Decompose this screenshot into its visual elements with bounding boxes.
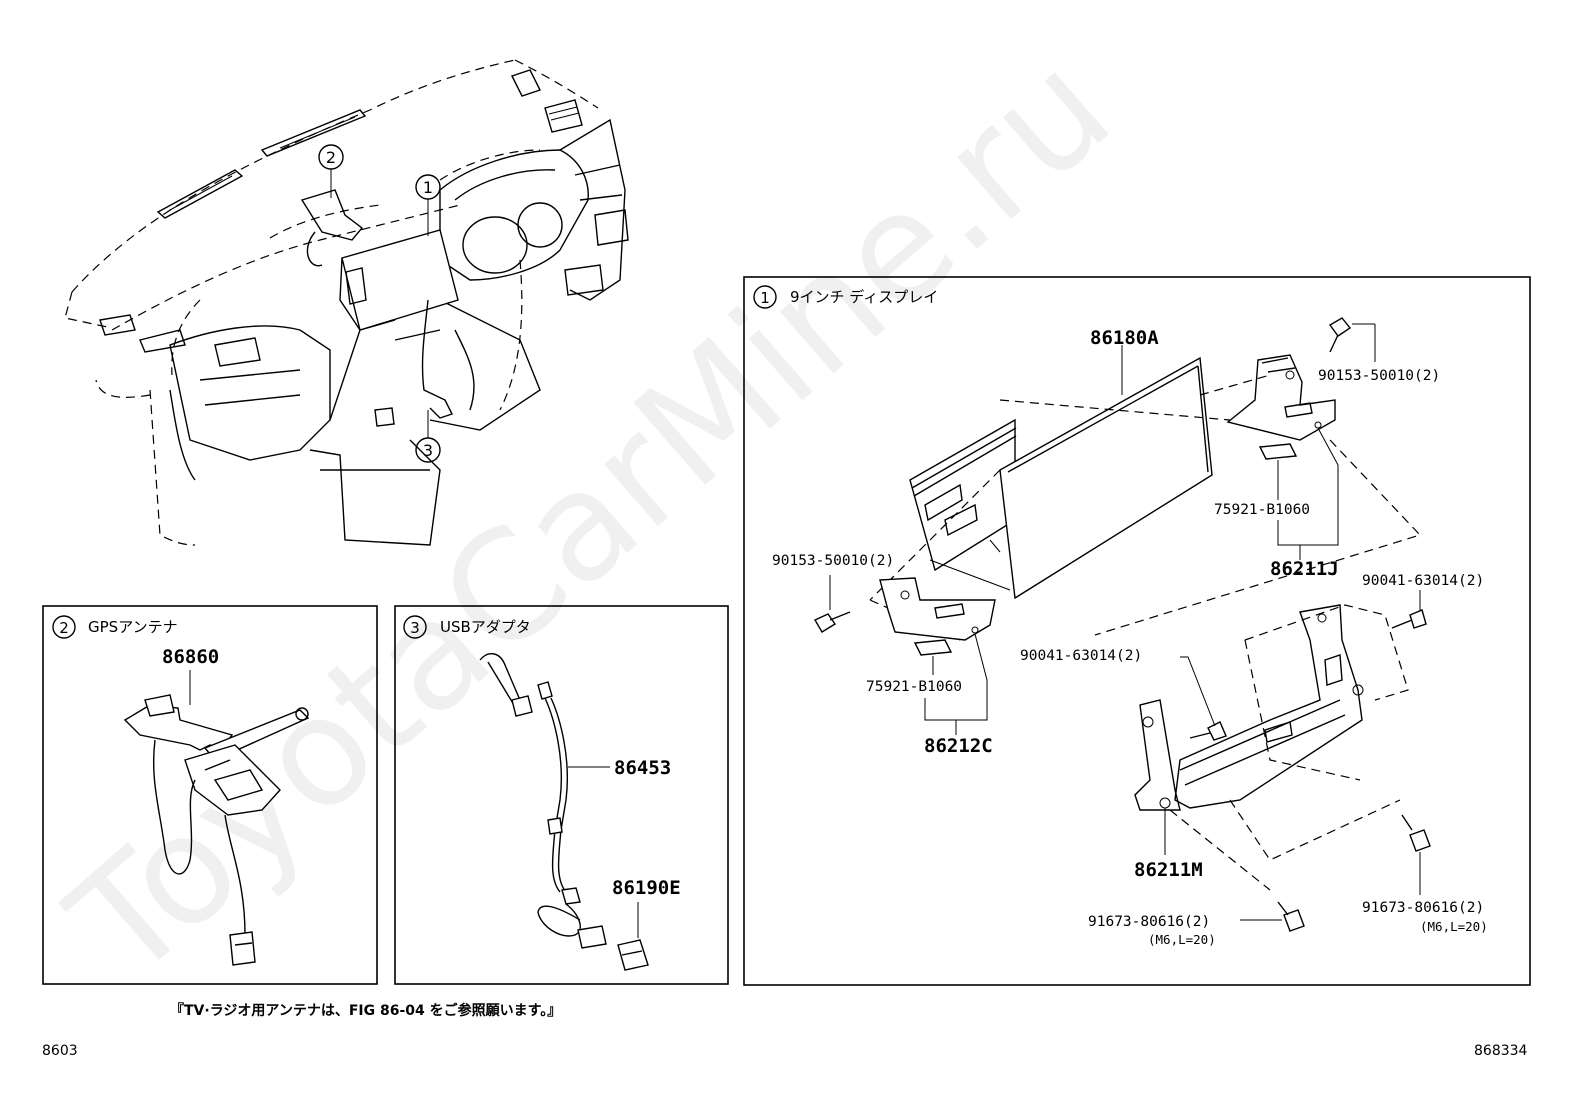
usb-cap-86190E xyxy=(617,939,649,971)
clip-75921-right xyxy=(1258,443,1298,460)
label-90041-right: 90041-63014(2) xyxy=(1362,573,1484,589)
screw-90153-right xyxy=(1328,317,1352,353)
label-75921-right: 75921-B1060 xyxy=(1214,502,1310,518)
screw-90041-right xyxy=(1391,609,1427,629)
label-86190E: 86190E xyxy=(612,877,681,899)
svg-text:1: 1 xyxy=(760,289,770,307)
leader-90041-mid xyxy=(1180,656,1216,727)
label-86860: 86860 xyxy=(162,646,219,668)
label-91673-left-note: (M6,L=20) xyxy=(1148,932,1216,947)
label-91673-right-note: (M6,L=20) xyxy=(1420,919,1488,934)
footer-left-code: 8603 xyxy=(42,1043,78,1059)
bracket-86211J xyxy=(1226,354,1336,441)
footer-caption: 『TV·ラジオ用アンテナは、FIG 86-04 をご参照願います。』 xyxy=(170,1002,561,1019)
label-86211M: 86211M xyxy=(1134,859,1203,881)
footer-right-code: 868334 xyxy=(1474,1043,1528,1059)
screw-90153-left xyxy=(814,611,851,633)
svg-text:3: 3 xyxy=(410,619,420,637)
label-90153-left: 90153-50010(2) xyxy=(772,553,894,569)
callout-3-overview: 3 xyxy=(415,410,441,463)
svg-text:2: 2 xyxy=(59,619,69,637)
svg-text:3: 3 xyxy=(423,441,433,460)
panel-gps-header: 2 GPSアンテナ xyxy=(52,615,178,639)
label-91673-right: 91673-80616(2) xyxy=(1362,900,1484,916)
callout-2-overview: 2 xyxy=(318,144,344,198)
panel-display-header: 1 9インチ ディスプレイ xyxy=(753,285,938,309)
label-90041-mid: 90041-63014(2) xyxy=(1020,648,1142,664)
svg-text:1: 1 xyxy=(423,178,433,197)
bracket-86212C xyxy=(879,577,996,641)
label-86212C: 86212C xyxy=(924,735,993,757)
usb-cable-86453 xyxy=(479,653,607,949)
label-86453: 86453 xyxy=(614,757,671,779)
panel-usb-frame xyxy=(394,605,729,985)
bracket-86211M xyxy=(1134,604,1364,811)
clip-75921-left xyxy=(913,639,953,656)
label-86180A: 86180A xyxy=(1090,327,1159,349)
bracket-leader-86211J xyxy=(1277,427,1339,546)
panel-display-title: 9インチ ディスプレイ xyxy=(790,288,938,306)
panel-gps-frame xyxy=(42,605,378,985)
callout-1-overview: 1 xyxy=(415,174,441,236)
dashboard-overview-drawing xyxy=(64,59,629,546)
svg-text:2: 2 xyxy=(326,148,336,167)
panel-gps-title: GPSアンテナ xyxy=(88,618,178,636)
bracket-leader-86212C xyxy=(924,633,988,721)
label-75921-left: 75921-B1060 xyxy=(866,679,962,695)
label-91673-left: 91673-80616(2) xyxy=(1088,914,1210,930)
gps-antenna-86860 xyxy=(123,694,310,966)
screw-90041-mid xyxy=(1189,721,1227,741)
screw-91673-left xyxy=(1277,901,1305,932)
panel-display-frame xyxy=(743,276,1531,986)
display-unit-86180A xyxy=(909,356,1213,600)
panel-usb-title: USBアダプタ xyxy=(440,618,531,636)
label-90153-right: 90153-50010(2) xyxy=(1318,368,1440,384)
screw-91673-right xyxy=(1401,814,1431,852)
panel-usb-header: 3 USBアダプタ xyxy=(403,615,531,639)
label-86211J: 86211J xyxy=(1270,558,1339,580)
